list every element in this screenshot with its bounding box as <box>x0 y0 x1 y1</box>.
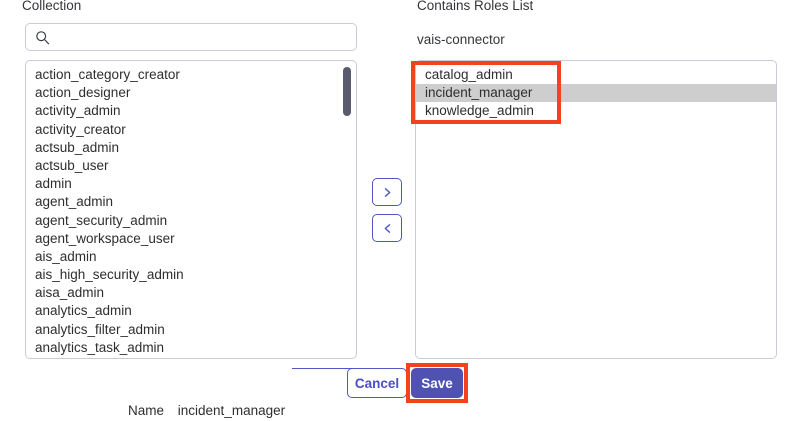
chevron-right-icon <box>381 186 394 199</box>
available-role-item[interactable]: action_category_creator <box>35 67 180 82</box>
available-role-item[interactable]: activity_creator <box>35 121 126 137</box>
search-input[interactable] <box>50 24 356 50</box>
name-label: Name <box>128 403 165 418</box>
available-role-item[interactable]: activity_admin <box>35 103 121 119</box>
available-role-item[interactable]: aisa_admin <box>35 285 105 301</box>
available-role-item[interactable]: analytics_filter_admin <box>35 321 165 337</box>
connector-name-subtitle: vais-connector <box>417 32 505 47</box>
available-list-scrollbar-thumb[interactable] <box>343 67 351 116</box>
search-icon <box>35 30 50 45</box>
available-role-item[interactable]: actsub_admin <box>35 139 120 155</box>
move-left-button[interactable] <box>372 214 402 242</box>
available-role-item[interactable]: agent_workspace_user <box>35 230 175 246</box>
cancel-button[interactable]: Cancel <box>347 368 407 398</box>
save-button[interactable]: Save <box>411 368 463 398</box>
available-role-item[interactable]: admin <box>35 176 72 192</box>
available-role-item[interactable]: ais_admin <box>35 248 97 264</box>
available-role-item[interactable]: agent_admin <box>35 194 114 210</box>
available-role-item[interactable]: analytics_task_admin <box>35 339 165 355</box>
role-search-box[interactable] <box>25 23 357 51</box>
chevron-left-icon <box>381 222 394 235</box>
name-field-row: Name incident_manager <box>128 403 285 418</box>
selected-role-item[interactable]: catalog_admin <box>425 67 513 82</box>
name-value: incident_manager <box>177 403 286 418</box>
selected-role-item[interactable]: incident_manager <box>416 84 776 103</box>
action-bar-divider <box>292 368 354 369</box>
available-role-item[interactable]: action_designer <box>35 85 131 101</box>
move-right-button[interactable] <box>372 178 402 206</box>
collection-label: Collection <box>22 0 82 13</box>
contains-roles-list-label: Contains Roles List <box>417 0 534 13</box>
available-list-scrollbar[interactable] <box>343 63 354 356</box>
available-role-item[interactable]: ais_high_security_admin <box>35 267 184 283</box>
available-role-item[interactable]: agent_security_admin <box>35 212 168 228</box>
selected-role-item[interactable]: knowledge_admin <box>425 103 534 119</box>
available-role-item[interactable]: actsub_user <box>35 157 109 173</box>
available-role-item[interactable]: analytics_admin <box>35 303 132 319</box>
